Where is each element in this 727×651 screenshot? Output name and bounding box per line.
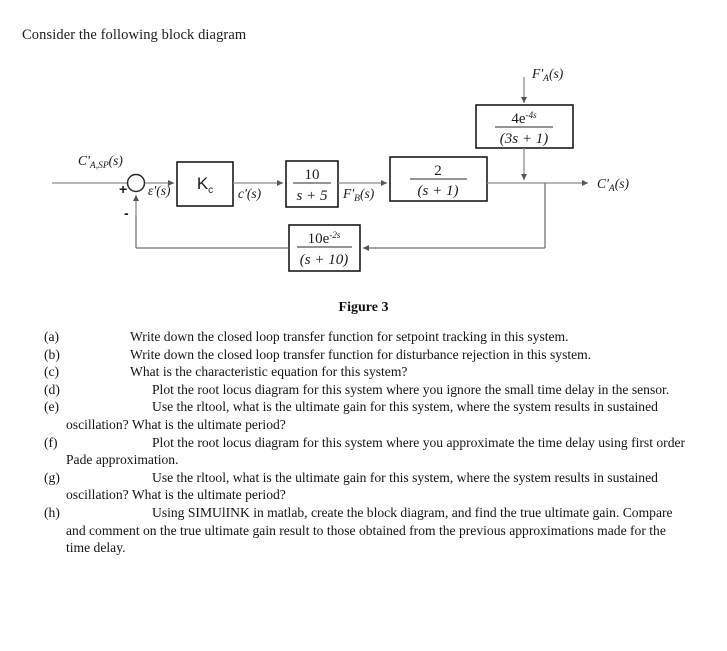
summing-minus-sign: - [124,205,129,221]
setpoint-subscript: A,SP [89,161,109,171]
question-text-h: Using SIMUlINK in matlab, create the blo… [66,504,673,556]
process-numerator: 2 [434,163,442,179]
valve-denominator: s + 5 [297,188,328,204]
sensor-exponent: -2s [329,230,340,240]
flow-b-subscript: B [354,194,360,204]
question-item-f: (f) Plot the root locus diagram for this… [0,434,727,469]
question-text-a: Write down the closed loop transfer func… [130,329,569,344]
summing-junction [126,173,146,193]
question-item-a: (a) Write down the closed loop transfer … [0,328,727,346]
setpoint-signal-label: C'A,SP(s) [78,153,123,171]
question-item-g: (g) Use the rltool, what is the ultimate… [0,469,727,504]
svg-text:F'B(s): F'B(s) [342,186,375,204]
question-label-e: (e) [44,399,60,415]
question-label-c: (c) [44,364,60,380]
disturbance-subscript: A [542,74,549,84]
controller-output-label: c'(s) [238,186,262,201]
setpoint-symbol: C' [78,153,91,168]
process-denominator: (s + 1) [418,183,459,199]
output-arg: (s) [615,176,630,191]
question-text-b: Write down the closed loop transfer func… [130,346,592,362]
question-label-h: (h) [44,504,60,520]
flow-b-signal-label: F'B(s) [342,186,375,204]
svg-text:F'A(s): F'A(s) [531,66,564,84]
block-diagram-svg: F'A(s) 4e-4s (3s + 1) C'A,SP(s) + [52,66,629,272]
flow-b-arg: (s) [360,186,375,201]
question-label-d: (d) [44,381,60,397]
disturbance-numerator: 4e [511,111,526,127]
question-text-d: Plot the root locus diagram for this sys… [152,381,670,397]
setpoint-arg: (s) [109,153,124,168]
svg-text:C'A(s): C'A(s) [597,176,629,194]
disturbance-exponent: -4s [526,110,537,120]
disturbance-symbol: F' [531,66,544,81]
question-item-h: (h) Using SIMUlINK in matlab, create the… [0,504,727,557]
question-label-f: (f) [44,434,58,450]
block-diagram-figure: F'A(s) 4e-4s (3s + 1) C'A,SP(s) + [0,55,727,295]
controller-label-group: Kc [197,174,213,196]
question-label-a: (a) [44,329,60,344]
controller-label-subscript: c [208,185,213,196]
controller-label: K [197,174,209,193]
figure-caption: Figure 3 [338,300,389,315]
disturbance-numerator-group: 4e-4s [511,110,537,127]
error-signal-label: ε'(s) [148,183,171,198]
valve-numerator: 10 [305,167,320,183]
summing-plus-sign: + [119,181,127,197]
question-item-d: (d) Plot the root locus diagram for this… [0,381,727,399]
question-item-b: (b) Write down the closed loop transfer … [0,346,727,364]
sensor-denominator: (s + 10) [300,252,348,268]
question-text-e: Use the rltool, what is the ultimate gai… [66,399,658,432]
output-subscript: A [608,184,615,194]
valve-block [285,160,339,208]
sensor-numerator-group: 10e-2s [308,230,341,247]
disturbance-denominator: (3s + 1) [500,131,548,147]
question-label-b: (b) [44,346,60,362]
question-text-c: What is the characteristic equation for … [130,364,408,380]
question-label-g: (g) [44,469,60,485]
flow-b-symbol: F' [342,186,355,201]
questions-list: (a) Write down the closed loop transfer … [0,328,727,557]
controller-block [176,161,234,207]
question-text-g: Use the rltool, what is the ultimate gai… [66,469,658,503]
output-signal-label: C'A(s) [597,176,629,194]
intro-text: Consider the following block diagram [22,27,247,43]
question-item-e: (e) Use the rltool, what is the ultimate… [0,398,727,433]
disturbance-arg: (s) [549,66,564,81]
output-symbol: C' [597,176,610,191]
sensor-numerator: 10e [308,231,330,247]
question-text-f: Plot the root locus diagram for this sys… [66,434,686,468]
question-item-c: (c) What is the characteristic equation … [0,363,727,381]
svg-text:C'A,SP(s): C'A,SP(s) [78,153,123,171]
disturbance-signal-label: F'A(s) [531,66,564,84]
